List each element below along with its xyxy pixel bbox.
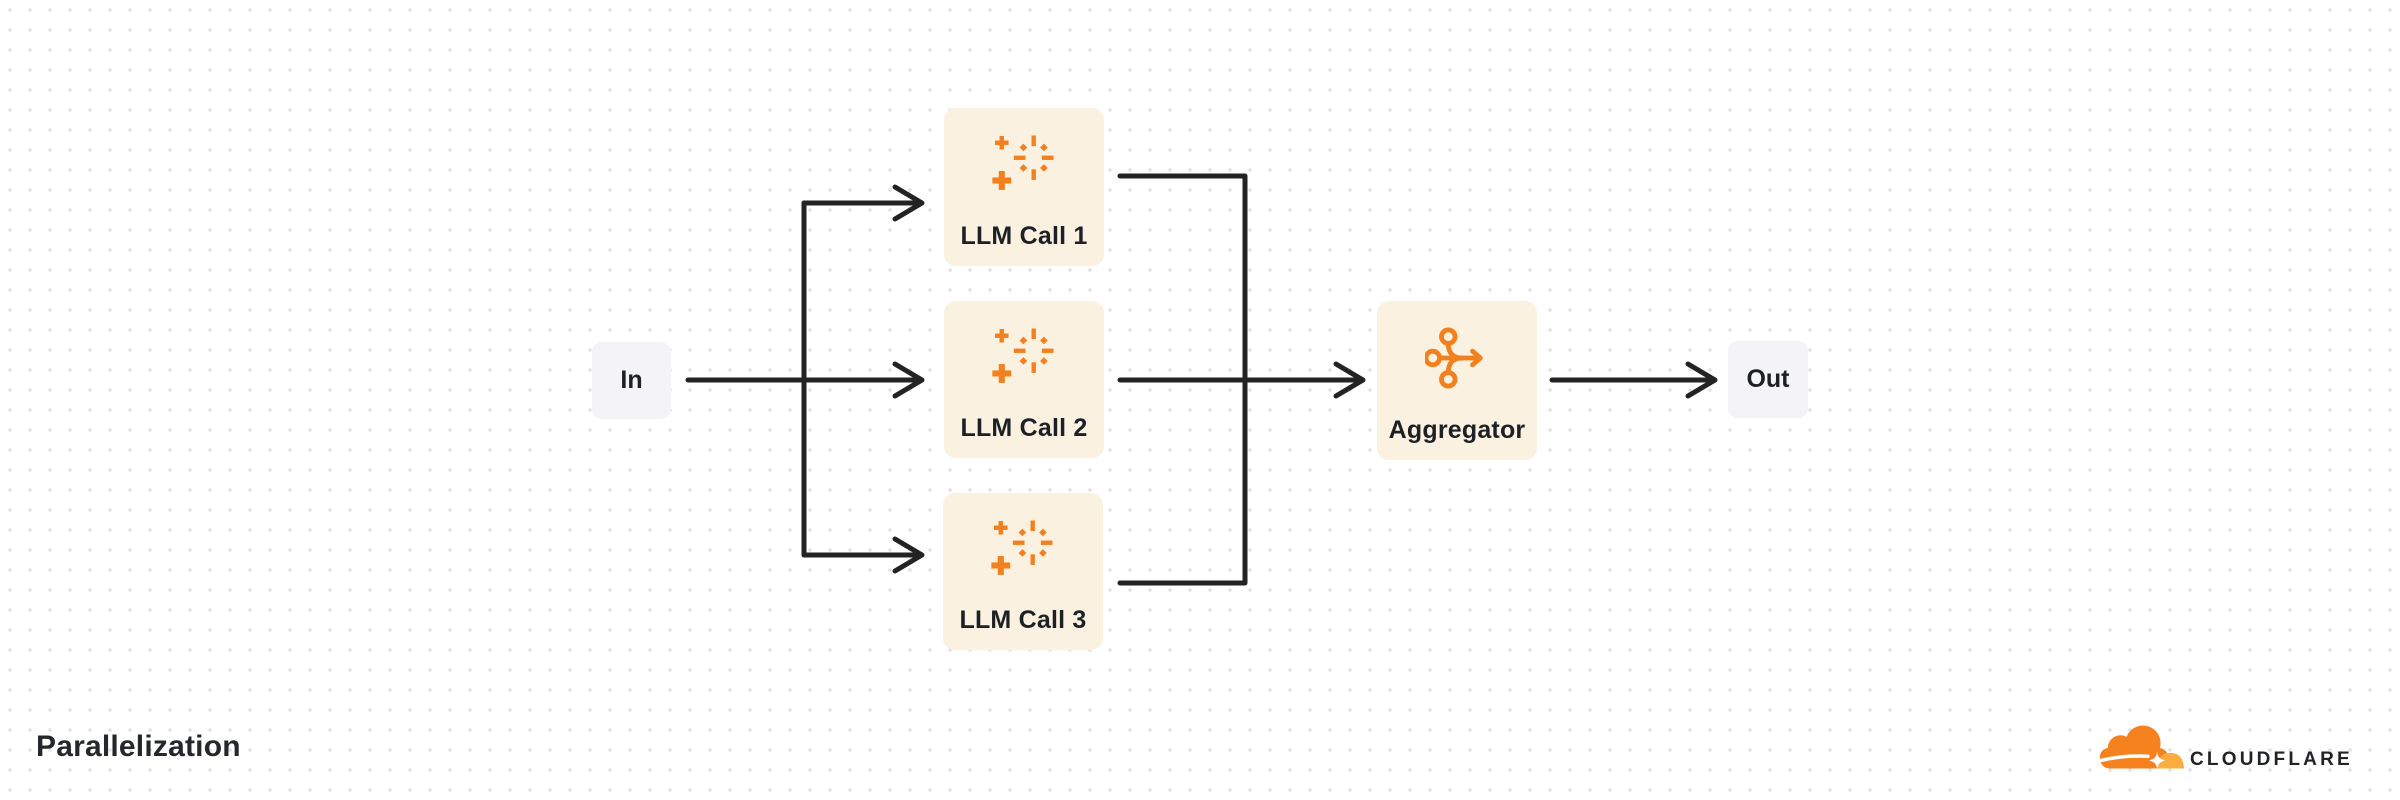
node-llm-call-1[interactable]: LLM Call 1 <box>944 108 1104 266</box>
diagram-title: Parallelization <box>36 730 241 763</box>
node-label: In <box>620 366 643 394</box>
arrowhead-llm1 <box>892 184 925 222</box>
sparkle-icon <box>992 328 1056 386</box>
cloudflare-cloud-icon <box>2097 722 2187 772</box>
sparkle-icon <box>991 520 1055 578</box>
node-label: LLM Call 3 <box>959 606 1087 634</box>
merge-arrow-icon <box>1425 327 1489 389</box>
node-label: LLM Call 1 <box>960 222 1088 250</box>
node-out[interactable]: Out <box>1728 341 1808 418</box>
node-aggregator[interactable]: Aggregator <box>1377 301 1537 460</box>
node-llm-call-3[interactable]: LLM Call 3 <box>943 493 1103 650</box>
arrowhead-llm3 <box>892 536 925 574</box>
arrowhead-llm2 <box>892 361 925 399</box>
node-label: Out <box>1746 365 1790 393</box>
cloudflare-logo: CLOUDFLARE <box>2097 722 2377 776</box>
node-label: Aggregator <box>1388 416 1526 444</box>
cloudflare-wordmark: CLOUDFLARE <box>2190 749 2353 770</box>
arrowhead-out <box>1685 361 1718 399</box>
node-in[interactable]: In <box>592 342 671 419</box>
sparkle-icon <box>992 135 1056 193</box>
node-label: LLM Call 2 <box>960 414 1088 442</box>
node-llm-call-2[interactable]: LLM Call 2 <box>944 301 1104 458</box>
arrowhead-aggregator <box>1333 361 1366 399</box>
